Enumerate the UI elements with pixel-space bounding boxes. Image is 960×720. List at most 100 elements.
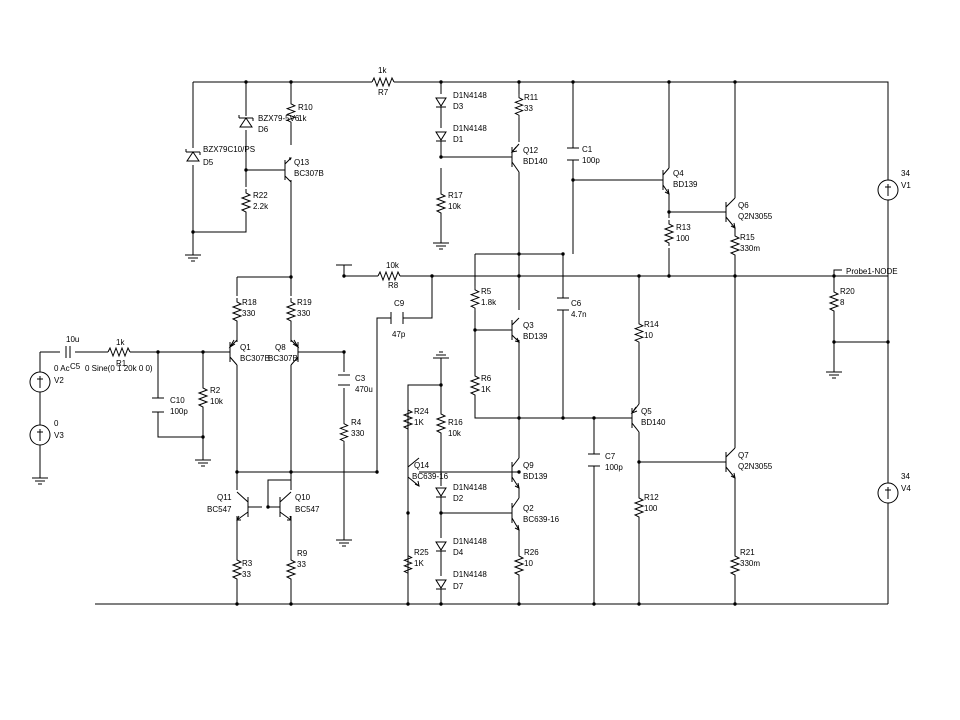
probe-marker: Probe1-NODE xyxy=(833,267,898,276)
ground-d5 xyxy=(185,254,201,262)
r18-ref: R18 xyxy=(242,298,257,307)
transistor-q6: Q6 Q2N3055 xyxy=(725,197,773,229)
q5-value: BD140 xyxy=(641,418,666,427)
v3-ref: V3 xyxy=(54,431,64,440)
q8-ref: Q8 xyxy=(275,343,286,352)
q4-value: BD139 xyxy=(673,180,698,189)
r11-ref: R11 xyxy=(524,93,539,102)
transistor-q14: Q14 BC639-16 xyxy=(407,457,449,487)
c5-value: 10u xyxy=(66,335,79,344)
resistor-r11: R11 33 xyxy=(514,93,539,119)
c7-ref: C7 xyxy=(605,452,616,461)
junction-dots xyxy=(156,80,890,606)
resistor-r26: R26 10 xyxy=(514,548,539,579)
q9-ref: Q9 xyxy=(523,461,534,470)
resistor-r19: R19 330 xyxy=(286,297,312,325)
c10-value: 100p xyxy=(170,407,188,416)
c3-value: 470u xyxy=(355,385,373,394)
q1-ref: Q1 xyxy=(240,343,251,352)
probe-label: Probe1-NODE xyxy=(846,267,898,276)
q13-ref: Q13 xyxy=(294,158,310,167)
source-v4: 34 V4 xyxy=(877,472,911,504)
d7-ref: D7 xyxy=(453,582,464,591)
q12-ref: Q12 xyxy=(523,146,539,155)
resistor-r21: R21 330m xyxy=(730,548,760,579)
r10-value: 1k xyxy=(298,114,307,123)
r17-value: 10k xyxy=(448,202,462,211)
capacitor-c3: C3 470u xyxy=(338,374,373,394)
r13-value: 100 xyxy=(676,234,690,243)
d2-ref: D2 xyxy=(453,494,464,503)
capacitor-c5: 10u C5 xyxy=(65,335,81,371)
v4-ref: V4 xyxy=(901,484,911,493)
source-v3: 0 V3 xyxy=(29,419,64,446)
resistor-r15: R15 330m xyxy=(730,231,760,259)
v2-ref: V2 xyxy=(54,376,64,385)
r2-value: 10k xyxy=(210,397,224,406)
resistor-r25: R25 1K xyxy=(403,548,429,577)
c1-value: 100p xyxy=(582,156,600,165)
capacitor-c9: C9 47p xyxy=(390,299,406,339)
q2-ref: Q2 xyxy=(523,504,534,513)
q10-value: BC547 xyxy=(295,505,320,514)
transistor-q11: Q11 BC547 xyxy=(207,491,249,521)
diode-d3: D1N4148 D3 xyxy=(435,91,487,111)
c1-ref: C1 xyxy=(582,145,593,154)
r18-value: 330 xyxy=(242,309,256,318)
r16-value: 10k xyxy=(448,429,462,438)
r17-ref: R17 xyxy=(448,191,463,200)
source-v1: 34 V1 xyxy=(877,169,911,201)
transistor-q13: Q13 BC307B xyxy=(282,157,324,183)
r1-ref: R1 xyxy=(116,359,127,368)
c10-ref: C10 xyxy=(170,396,185,405)
r4-ref: R4 xyxy=(351,418,362,427)
q8-value: BC307B xyxy=(268,354,298,363)
resistor-r1: 1k R1 xyxy=(107,338,131,368)
r15-value: 330m xyxy=(740,244,760,253)
zener-d5: BZX79C10/PS D5 xyxy=(185,145,255,167)
ground-symbols xyxy=(32,242,842,547)
transistor-q10: Q10 BC547 xyxy=(279,491,320,521)
ground-v3 xyxy=(32,477,48,485)
r12-value: 100 xyxy=(644,504,658,513)
r3-value: 33 xyxy=(242,570,251,579)
d2-value: D1N4148 xyxy=(453,483,487,492)
r24-ref: R24 xyxy=(414,407,429,416)
q5-ref: Q5 xyxy=(641,407,652,416)
transistor-q12: Q12 BD140 xyxy=(510,143,548,173)
d6-ref: D6 xyxy=(258,125,269,134)
q12-value: BD140 xyxy=(523,157,548,166)
r21-value: 330m xyxy=(740,559,760,568)
q4-ref: Q4 xyxy=(673,169,684,178)
resistor-r7: 1k R7 xyxy=(371,66,395,97)
r16-ref: R16 xyxy=(448,418,463,427)
r8-value: 10k xyxy=(386,261,400,270)
resistor-r14: R14 10 xyxy=(634,319,659,346)
resistor-r4: R4 330 xyxy=(339,418,365,445)
diode-d1: D1N4148 D1 xyxy=(435,124,487,144)
d1-value: D1N4148 xyxy=(453,124,487,133)
r11-value: 33 xyxy=(524,104,533,113)
resistor-r17: R17 10k xyxy=(436,189,463,217)
v1-ref: V1 xyxy=(901,181,911,190)
q13-value: BC307B xyxy=(294,169,324,178)
d6-value: BZX79-5V6 xyxy=(258,114,300,123)
d4-value: D1N4148 xyxy=(453,537,487,546)
transistor-q5: Q5 BD140 xyxy=(630,403,666,433)
d5-value: BZX79C10/PS xyxy=(203,145,255,154)
v4-value: 34 xyxy=(901,472,910,481)
transistor-q3: Q3 BD139 xyxy=(511,317,548,343)
capacitor-c10: C10 100p xyxy=(152,396,188,416)
r10-ref: R10 xyxy=(298,103,313,112)
r15-ref: R15 xyxy=(740,233,755,242)
r7-ref: R7 xyxy=(378,88,389,97)
resistor-r13: R13 100 xyxy=(664,219,691,247)
resistor-r8: 10k R8 xyxy=(377,261,401,290)
r21-ref: R21 xyxy=(740,548,755,557)
r24-value: 1K xyxy=(414,418,424,427)
ground-q14 xyxy=(433,351,449,359)
d3-value: D1N4148 xyxy=(453,91,487,100)
resistor-r24: R24 1K xyxy=(403,405,429,433)
capacitor-c6: C6 4.7n xyxy=(557,297,587,319)
